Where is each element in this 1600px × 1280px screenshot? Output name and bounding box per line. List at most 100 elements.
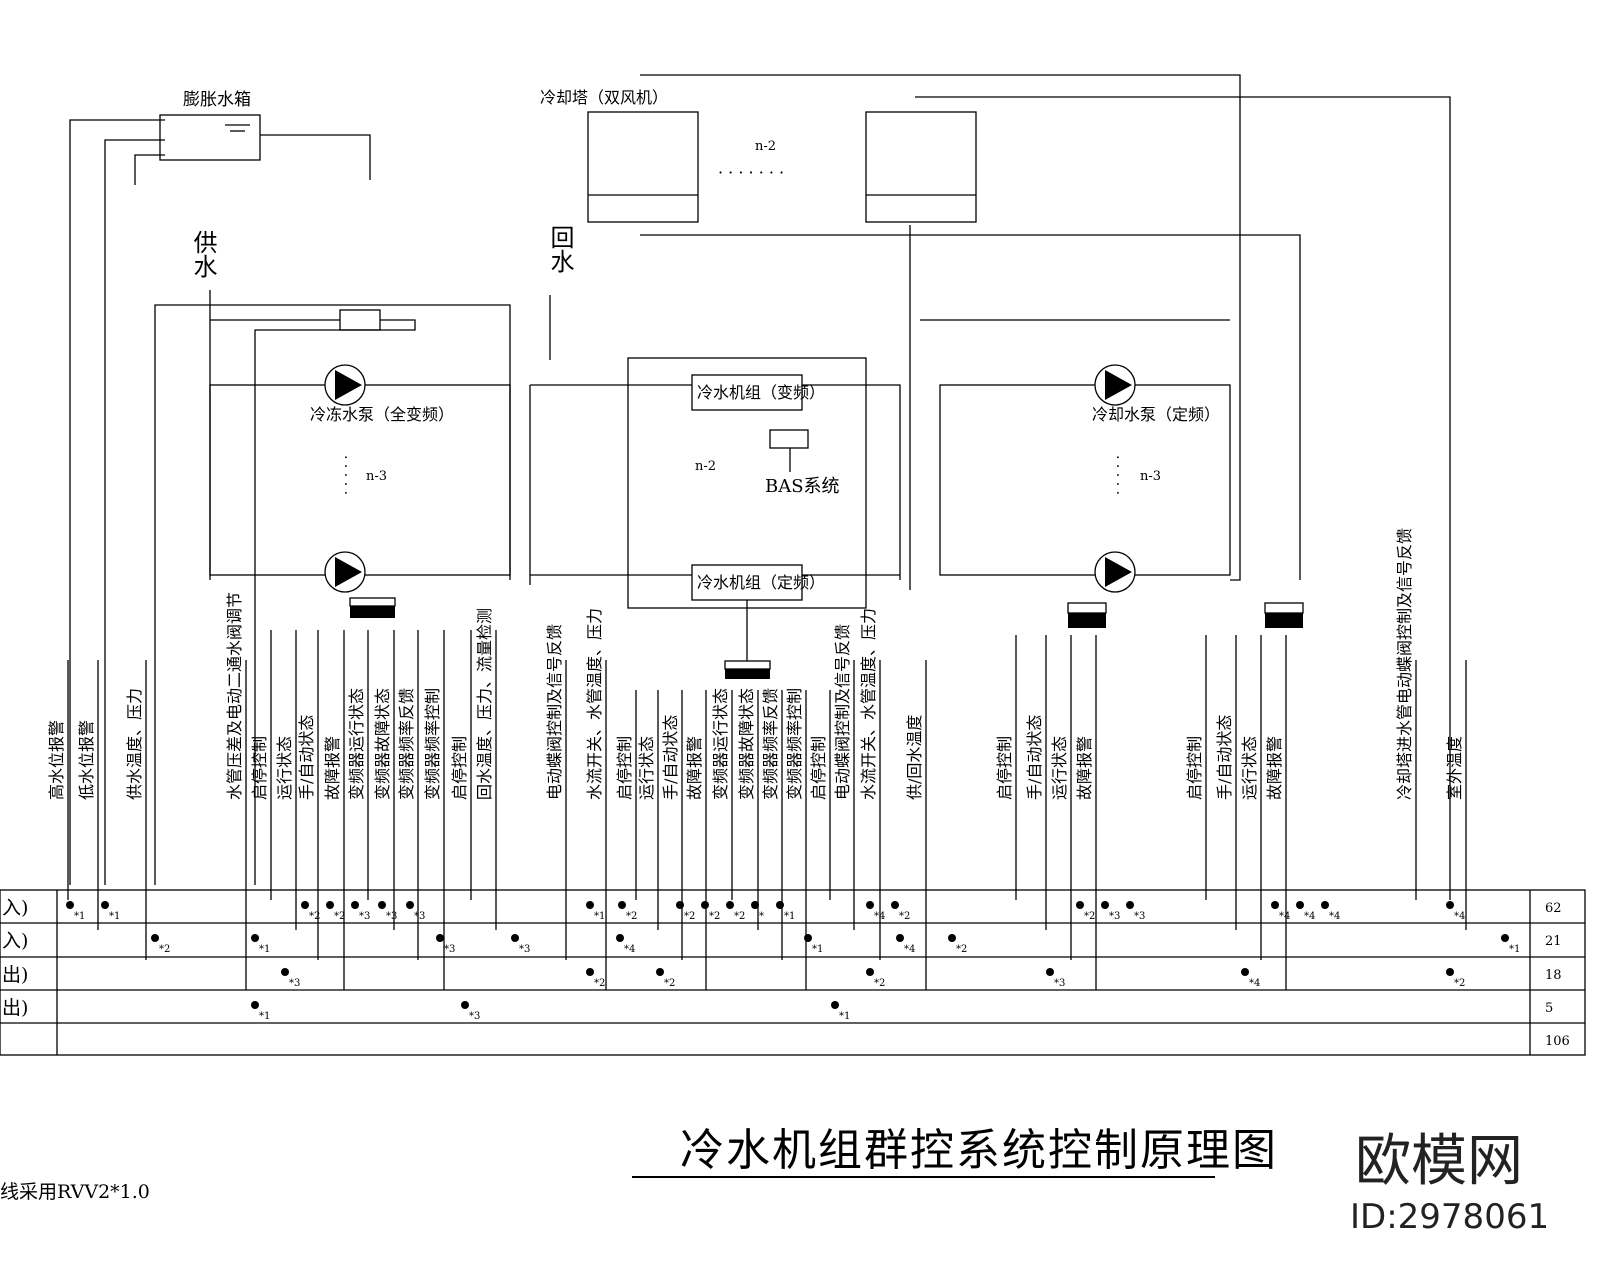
- io-point-tag: *3: [1134, 911, 1145, 922]
- io-point-tag: *3: [444, 944, 455, 955]
- signal-label: 启停控制: [809, 736, 828, 800]
- io-point-dot: [1501, 934, 1509, 942]
- io-point-tag: *2: [874, 978, 885, 989]
- io-point-tag: *1: [109, 911, 120, 922]
- chiller-count: n-2: [695, 459, 716, 474]
- io-point-tag: *1: [74, 911, 85, 922]
- io-point-tag: *3: [469, 1011, 480, 1022]
- table-row-label: 出): [2, 964, 28, 986]
- io-point-dot: [1271, 901, 1279, 909]
- io-point-dot: [1076, 901, 1084, 909]
- io-point-tag: *4: [1454, 911, 1465, 922]
- signal-label: 低水位报警: [77, 720, 96, 800]
- io-point-dot: [66, 901, 74, 909]
- table-row-label: 入): [2, 930, 28, 952]
- io-point-dot: [751, 901, 759, 909]
- tower-count: n-2: [755, 139, 776, 154]
- io-point-tag: *2: [309, 911, 320, 922]
- io-point-dot: [1046, 968, 1054, 976]
- signal-label: 变频器频率控制: [423, 688, 442, 800]
- signal-label: 手/自动状态: [1025, 715, 1044, 800]
- signal-label: 变频器故障状态: [373, 688, 392, 800]
- ellipsis: · · · · ·: [1109, 455, 1125, 495]
- io-point-tag: *4: [1279, 911, 1290, 922]
- io-point-dot: [656, 968, 664, 976]
- io-point-dot: [101, 901, 109, 909]
- table-row-label: 出): [2, 997, 28, 1019]
- io-point-dot: [436, 934, 444, 942]
- io-point-dot: [151, 934, 159, 942]
- signal-label: 故障报警: [1075, 736, 1094, 800]
- io-point-dot: [301, 901, 309, 909]
- signal-label: 回水温度、压力、流量检测: [475, 608, 494, 800]
- io-point-tag: *: [759, 911, 764, 922]
- signal-labels: 高水位报警低水位报警供水温度、压力水管压差及电动二通水阀调节启停控制运行状态手/…: [47, 528, 1467, 990]
- io-point-dot: [326, 901, 334, 909]
- signal-label: 手/自动状态: [1215, 715, 1234, 800]
- io-point-tag: *2: [1084, 911, 1095, 922]
- io-point-tag: *2: [334, 911, 345, 922]
- io-point-dot: [1321, 901, 1329, 909]
- signal-label: 室外温度: [1445, 736, 1464, 800]
- io-point-dot: [406, 901, 414, 909]
- table-row-count: 5: [1545, 1001, 1553, 1016]
- signal-label: 启停控制: [1185, 736, 1204, 800]
- table-row-count: 21: [1545, 934, 1562, 949]
- io-point-tag: *1: [259, 944, 270, 955]
- cooling-towers: 冷却塔（双风机） n-2 · · · · · · ·: [540, 74, 1451, 900]
- chilled-pump-count: n-3: [366, 469, 387, 484]
- io-point-tag: *1: [839, 1011, 850, 1022]
- io-point-tag: *3: [1054, 978, 1065, 989]
- io-point-tag: *1: [594, 911, 605, 922]
- io-point-dot: [378, 901, 386, 909]
- io-point-dot: [896, 934, 904, 942]
- io-point-tag: *2: [626, 911, 637, 922]
- io-point-dot: [1241, 968, 1249, 976]
- expansion-tank: 膨胀水箱: [69, 90, 371, 885]
- expansion-tank-label: 膨胀水箱: [183, 90, 251, 110]
- cooling-pump-label: 冷却水泵（定频）: [1092, 405, 1220, 424]
- io-point-tag: *2: [709, 911, 720, 922]
- io-point-dot: [866, 968, 874, 976]
- supply-label: 供水: [189, 230, 217, 278]
- io-point-tag: *1: [259, 1011, 270, 1022]
- watermark-id: ID:2978061: [1350, 1197, 1549, 1237]
- bas-label: BAS系统: [765, 476, 840, 497]
- io-point-tag: *2: [734, 911, 745, 922]
- io-point-dot: [1101, 901, 1109, 909]
- signal-label: 启停控制: [615, 736, 634, 800]
- signal-label: 供水温度、压力: [125, 688, 144, 800]
- signal-label: 启停控制: [250, 736, 269, 800]
- io-point-tag: *4: [1304, 911, 1315, 922]
- return-label: 回水: [546, 225, 574, 273]
- io-point-tag: *1: [784, 911, 795, 922]
- signal-label: 故障报警: [323, 736, 342, 800]
- io-point-tag: *2: [684, 911, 695, 922]
- io-point-tag: *2: [1454, 978, 1465, 989]
- signal-label: 高水位报警: [47, 720, 66, 800]
- io-point-dot: [586, 968, 594, 976]
- io-point-dot: [251, 1001, 259, 1009]
- io-point-tag: *4: [904, 944, 915, 955]
- table-row-label: 入): [2, 897, 28, 919]
- signal-label: 运行状态: [275, 736, 294, 800]
- io-point-dot: [866, 901, 874, 909]
- signal-label: 变频器频率反馈: [397, 688, 416, 800]
- io-point-dot: [251, 934, 259, 942]
- chiller-vf-label: 冷水机组（变频）: [697, 383, 825, 402]
- signal-label: 运行状态: [1240, 736, 1259, 800]
- signal-label: 运行状态: [1050, 736, 1069, 800]
- io-point-tag: *1: [1509, 944, 1520, 955]
- io-point-tag: *4: [624, 944, 635, 955]
- io-point-dot: [726, 901, 734, 909]
- signal-label: 水管压差及电动二通水阀调节: [225, 592, 244, 800]
- signal-label: 电动蝶阀控制及信号反馈: [545, 624, 564, 800]
- chiller-ff-label: 冷水机组（定频）: [697, 573, 825, 592]
- cooling-pump-count: n-3: [1140, 469, 1161, 484]
- signal-label: 启停控制: [450, 736, 469, 800]
- signal-label: 故障报警: [1265, 736, 1284, 800]
- signal-label: 水流开关、水管温度、压力: [585, 608, 604, 800]
- io-point-dot: [1446, 968, 1454, 976]
- io-point-dot: [461, 1001, 469, 1009]
